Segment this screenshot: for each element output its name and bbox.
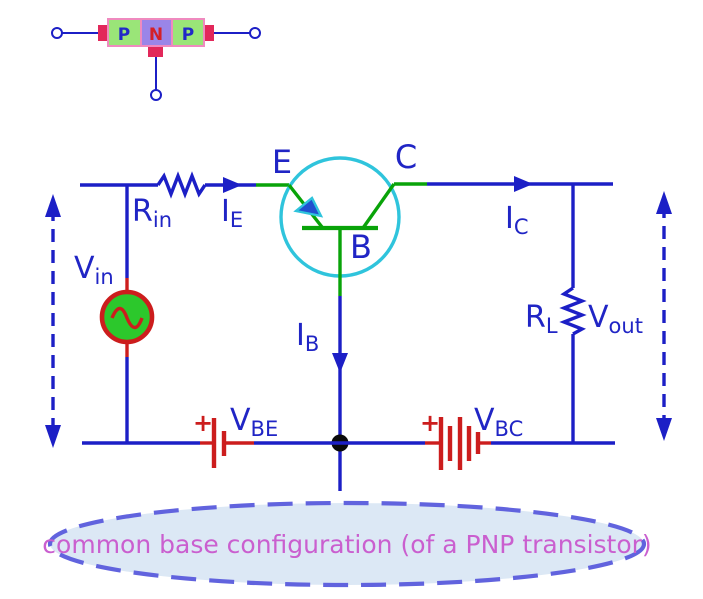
rl-resistor-icon [559,286,587,336]
vbe-label-main: V [230,403,251,438]
input-rail [80,171,289,199]
ie-label: IE [221,194,243,232]
pnp-base-terminal-icon [150,89,162,101]
pnp-structure-symbol: P N P [51,18,261,101]
ib-label: IB [296,318,319,356]
caption-ellipse [47,500,647,588]
vin-arrow-up-icon [45,194,61,217]
vin-label-sub: in [95,265,114,289]
rin-label: Rin [132,194,172,232]
ic-label: IC [505,201,529,239]
vout-arrow-up-icon [656,191,672,214]
vout-label: Vout [588,300,643,338]
vin-label-main: V [74,251,95,286]
vin-span-arrow [45,194,61,448]
vout-label-main: V [588,300,609,335]
vbc-label-main: V [474,403,495,438]
vbc-plus-sign: + [420,409,440,437]
pnp-right-p-region [171,18,205,47]
output-rail [427,176,613,192]
vout-span-arrow [656,191,672,441]
pnp-emitter-arrow-icon [293,196,324,218]
vout-arrow-down-icon [656,418,672,441]
base-branch [331,296,349,491]
source-branch [99,185,155,443]
vout-label-sub: out [609,314,643,338]
ie-label-main: I [221,194,230,229]
bottom-rail [82,417,615,470]
vbe-plus-sign: + [193,409,213,437]
ie-label-sub: E [230,208,243,232]
rl-label: RL [525,300,558,338]
vin-label: Vin [74,251,114,289]
collector-diagonal [361,183,396,229]
pnp-left-p-region [107,18,142,47]
emitter-label: E [272,143,292,181]
rl-label-main: R [525,300,546,335]
pnp-base-contact [148,46,163,57]
collector-label: C [395,138,417,176]
pnp-left-terminal-icon [51,27,63,39]
rl-label-sub: L [546,314,558,338]
labels-group: E C B Rin IE IC IB Vin RL Vout VBE VBC +… [74,138,643,441]
ib-current-arrow-icon [332,353,348,373]
pnp-n-region [140,18,173,47]
pnp-left-p-label: P [118,25,130,45]
ie-current-arrow-icon [223,177,242,193]
base-label: B [350,228,372,266]
pnp-left-contact [98,25,108,41]
vbe-label-sub: BE [251,417,279,441]
sine-wave-icon [110,306,144,330]
pnp-n-label: N [149,25,163,45]
vin-arrow-down-icon [45,425,61,448]
ic-label-sub: C [514,215,529,239]
caption-text: common base configuration (of a PNP tran… [42,530,651,559]
ic-label-main: I [505,201,514,236]
ic-current-arrow-icon [514,176,533,192]
pnp-right-terminal-icon [249,27,261,39]
rin-label-main: R [132,194,153,229]
load-branch [559,184,587,443]
pnp-right-contact [204,25,214,41]
rin-resistor-icon [156,171,207,199]
ib-label-sub: B [305,332,319,356]
vbc-label: VBC [474,403,523,441]
ib-label-main: I [296,318,305,353]
vbe-label: VBE [230,403,278,441]
rin-label-sub: in [153,208,172,232]
transistor-symbol [279,156,427,296]
vbc-label-sub: BC [495,417,524,441]
caption-group: common base configuration (of a PNP tran… [42,500,652,588]
pnp-right-p-label: P [182,25,194,45]
